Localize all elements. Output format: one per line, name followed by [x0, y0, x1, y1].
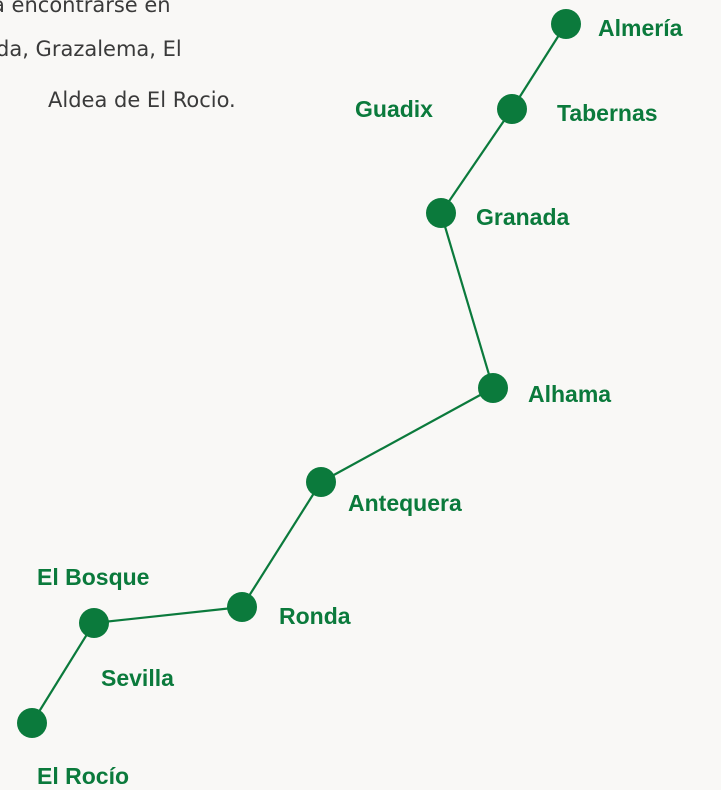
stop-label-antequera: Antequera: [348, 490, 462, 516]
route-segment-alhama-antequera: [320, 387, 494, 483]
route-segment-el-bosque-el-rocio: [31, 622, 95, 724]
stop-dot-almeria: [551, 9, 581, 39]
intro-text-line-2: da, Grazalema, El: [0, 37, 182, 61]
stop-label-alhama: Alhama: [528, 381, 612, 407]
stop-label-ronda: Ronda: [279, 603, 351, 629]
stop-label-almeria: Almería: [598, 15, 683, 41]
stop-dot-antequera: [306, 467, 336, 497]
stop-dot-tabernas: [497, 94, 527, 124]
stop-dot-granada: [426, 198, 456, 228]
stop-label-el-bosque: Sevilla: [101, 665, 174, 691]
stop-dot-alhama: [478, 373, 508, 403]
route-segment-antequera-ronda: [241, 481, 322, 608]
route-segment-granada-alhama: [439, 212, 495, 389]
stop-label-el-bosque-top: El Bosque: [37, 564, 150, 590]
intro-text-line-1: a encontrarse en: [0, 0, 171, 17]
route-segment-almeria-tabernas: [511, 23, 567, 110]
route-segment-ronda-el-bosque: [93, 605, 243, 625]
stop-label-tabernas: Tabernas: [557, 100, 658, 126]
route-segment-tabernas-granada: [440, 108, 513, 214]
intro-text-line-3: Aldea de El Rocio.: [48, 88, 236, 112]
stop-label-guadix: Guadix: [355, 96, 433, 122]
stop-label-el-rocio: El Rocío: [37, 763, 130, 789]
stop-dot-ronda: [227, 592, 257, 622]
stop-dot-el-rocio: [17, 708, 47, 738]
stop-label-granada: Granada: [476, 204, 570, 230]
stop-dot-el-bosque: [79, 608, 109, 638]
